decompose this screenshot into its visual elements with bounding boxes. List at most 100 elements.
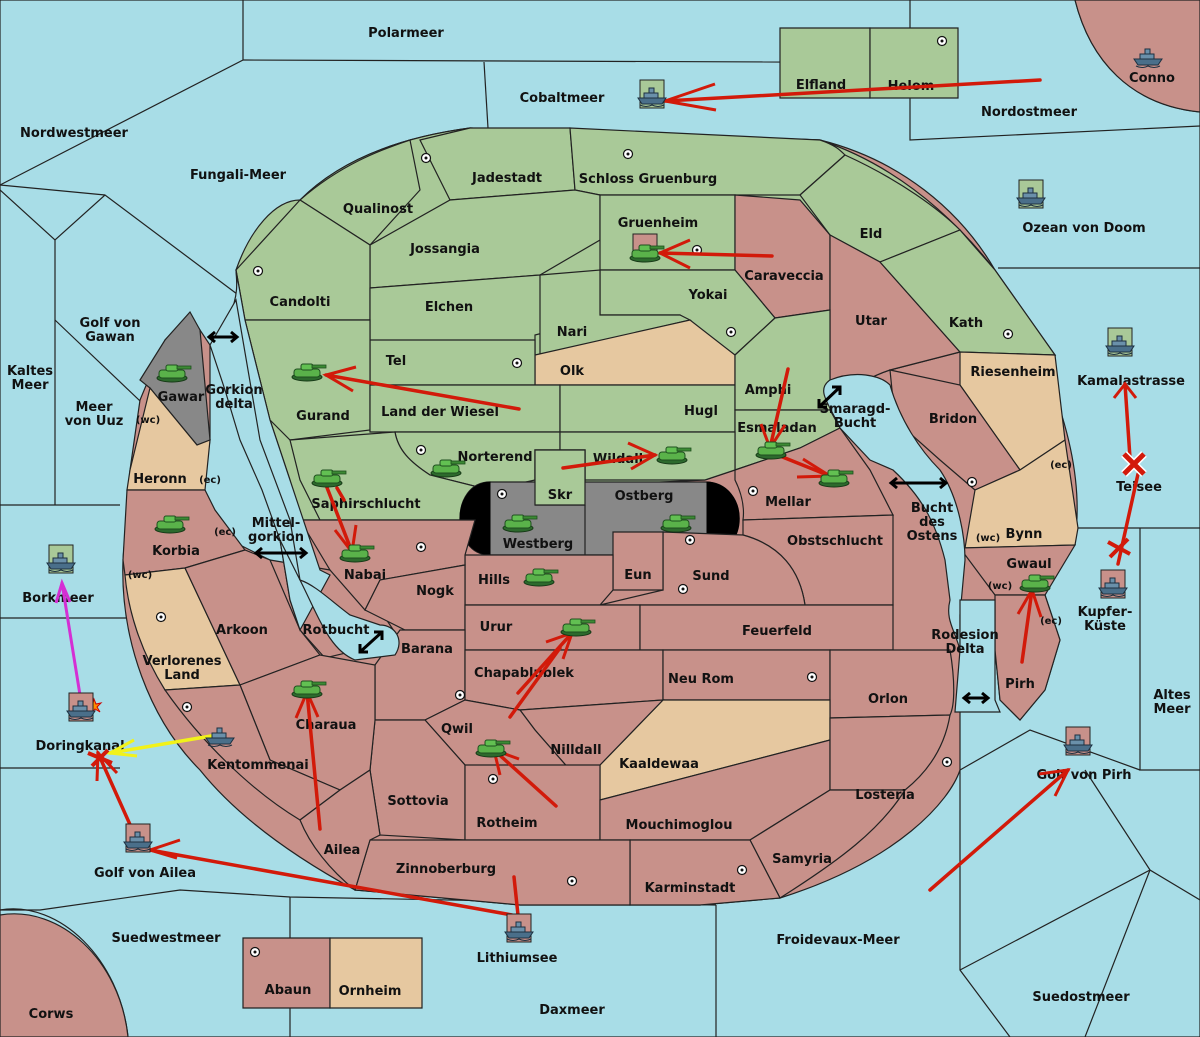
- inlets: [209, 269, 1001, 713]
- label-feuerfeld: Feuerfeld: [742, 624, 812, 639]
- label-rotheim: Rotheim: [476, 816, 537, 831]
- supply-center-icon: [415, 444, 427, 456]
- supply-center-icon: [415, 541, 427, 553]
- territory-samyria[interactable]: [749, 789, 907, 899]
- label-barana: Barana: [401, 642, 453, 657]
- coast-tags: (wc) (ec) (ec) (wc) (ec) (wc) (wc) (ec): [128, 415, 1072, 627]
- territory-pirh[interactable]: [994, 594, 1061, 721]
- territory-ailea[interactable]: [299, 768, 381, 892]
- coast-tag-korbia-wc: (wc): [128, 570, 152, 581]
- label-hills: Hills: [478, 573, 510, 588]
- label-bynn: Bynn: [1006, 527, 1043, 542]
- label-nordwestmeer: Nordwestmeer: [20, 126, 128, 141]
- label-altes-2: Meer: [1154, 702, 1192, 717]
- label-corws: Corws: [29, 1007, 74, 1022]
- label-suedostmeer: Suedostmeer: [1032, 990, 1130, 1005]
- label-esmaladan: Esmaladan: [737, 421, 817, 436]
- label-nogk: Nogk: [416, 584, 454, 599]
- label-caraveccia: Caraveccia: [744, 269, 823, 284]
- label-ailea: Ailea: [324, 843, 361, 858]
- units[interactable]: [46, 48, 1163, 943]
- label-fungali: Fungali-Meer: [190, 168, 287, 183]
- supply-center-icon: [252, 265, 264, 277]
- territory-orlon[interactable]: [829, 649, 955, 719]
- territories[interactable]: [122, 27, 1079, 1009]
- label-froidevaux: Froidevaux-Meer: [776, 933, 900, 948]
- label-elfland: Elfland: [796, 78, 846, 93]
- label-utar: Utar: [855, 314, 888, 329]
- label-gwaul: Gwaul: [1006, 557, 1051, 572]
- territory-kath[interactable]: [878, 229, 1057, 356]
- label-qualinost: Qualinost: [343, 202, 413, 217]
- territory-helom[interactable]: [869, 27, 959, 99]
- supply-center-icon: [155, 611, 167, 623]
- label-altes-1: Altes: [1153, 688, 1191, 703]
- label-nordostmeer: Nordostmeer: [981, 105, 1078, 120]
- corws-territory[interactable]: [0, 913, 129, 1037]
- label-samyria: Samyria: [772, 852, 832, 867]
- label-mittel-1: Mittel-: [252, 516, 301, 531]
- label-conno: Conno: [1129, 71, 1175, 86]
- supply-center-icon: [454, 689, 466, 701]
- label-kath: Kath: [949, 316, 983, 331]
- territory-mellar[interactable]: [734, 427, 894, 521]
- label-gorkion-2: delta: [215, 397, 253, 412]
- label-obstschlucht: Obstschlucht: [787, 534, 883, 549]
- label-arkoon: Arkoon: [216, 623, 268, 638]
- label-neu-rom: Neu Rom: [668, 672, 734, 687]
- label-kamala: Kamalastrasse: [1077, 374, 1185, 389]
- supply-center-icon: [806, 671, 818, 683]
- coast-tag-bynn-wc: (wc): [976, 533, 1000, 544]
- coast-tag-heronn-ec: (ec): [199, 475, 221, 486]
- label-daxmeer: Daxmeer: [539, 1003, 605, 1018]
- label-bucht-ost-1: Bucht: [911, 501, 953, 516]
- label-kupfer-1: Kupfer-: [1078, 605, 1133, 620]
- label-kaaldewaa: Kaaldewaa: [619, 757, 699, 772]
- label-nabai: Nabai: [344, 568, 386, 583]
- land-labels: Elfland Helom Jadestadt Schloss Gruenbur…: [133, 78, 1055, 999]
- coast-tag-gwaul-wc: (wc): [988, 581, 1012, 592]
- territory-amphi[interactable]: [734, 309, 831, 411]
- supply-center-icon: [936, 35, 948, 47]
- supply-center-icon: [566, 875, 578, 887]
- label-olk: Olk: [560, 364, 585, 379]
- label-yokai: Yokai: [687, 288, 727, 303]
- label-suedwestmeer: Suedwestmeer: [111, 931, 221, 946]
- label-sund: Sund: [692, 569, 729, 584]
- label-westberg: Westberg: [503, 537, 573, 552]
- label-jadestadt: Jadestadt: [471, 171, 542, 186]
- label-candolti: Candolti: [270, 295, 331, 310]
- label-nari: Nari: [557, 325, 588, 340]
- label-kupfer-2: Küste: [1084, 619, 1126, 634]
- label-kaltes-2: Meer: [12, 378, 50, 393]
- coast-tag-gwaul-ec: (ec): [1040, 616, 1062, 627]
- label-schloss: Schloss Gruenburg: [579, 172, 717, 187]
- coast-tag-gawar-wc: (wc): [136, 415, 160, 426]
- territory-gruenheim[interactable]: [599, 194, 736, 271]
- label-golf-gawan-2: Gawan: [85, 330, 134, 345]
- label-lithiumsee: Lithiumsee: [477, 951, 558, 966]
- label-verlorenes-1: Verlorenes: [142, 654, 221, 669]
- support-arrow: [60, 581, 82, 697]
- supply-center-icon: [249, 946, 261, 958]
- supply-center-icon: [181, 701, 193, 713]
- label-bucht-ost-2: des: [919, 515, 945, 530]
- label-uuz-2: von Uuz: [65, 414, 124, 429]
- label-golf-pirh: Golf von Pirh: [1036, 768, 1131, 783]
- label-sottovia: Sottovia: [387, 794, 448, 809]
- bounce-cross-icon: [87, 748, 113, 768]
- label-smaragd-1: Smaragd-: [820, 402, 891, 417]
- label-orlon: Orlon: [868, 692, 908, 707]
- label-golf-gawan-1: Golf von: [80, 316, 141, 331]
- label-uuz-1: Meer: [76, 400, 114, 415]
- label-zinnoberburg: Zinnoberburg: [396, 862, 496, 877]
- territory-ornheim[interactable]: [329, 937, 423, 1009]
- label-losteria: Losteria: [855, 788, 915, 803]
- retreat-arrow: [108, 734, 213, 755]
- label-amphi: Amphi: [745, 383, 792, 398]
- bounce-markers: [85, 451, 1147, 768]
- adjacency-arrows: [206, 330, 991, 705]
- label-teisee: Teisee: [1116, 480, 1162, 495]
- label-polarmeer: Polarmeer: [368, 26, 444, 41]
